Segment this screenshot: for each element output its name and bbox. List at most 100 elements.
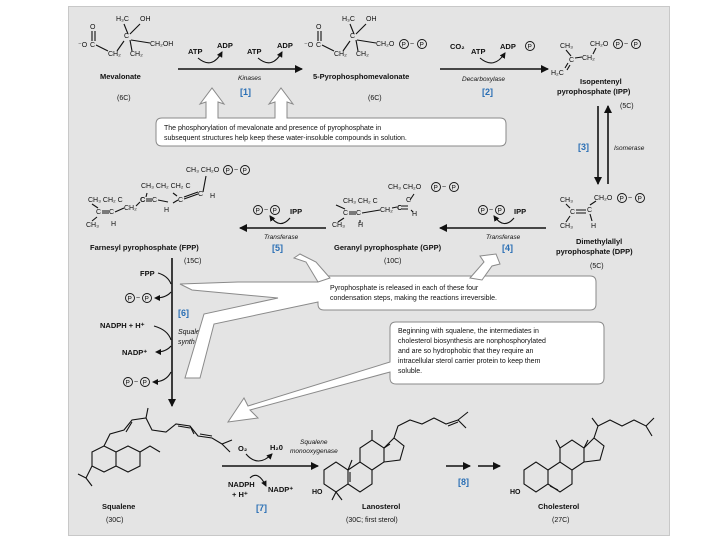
structure-text: P <box>402 42 406 49</box>
atp3-curve <box>479 52 506 64</box>
structure-text: ~ <box>442 184 446 191</box>
structure-text: H <box>591 223 596 230</box>
atp-1: ATP <box>188 47 202 56</box>
structure-text: CH₃ <box>560 197 573 204</box>
cholesterol-carbons: (27C) <box>552 517 570 524</box>
nadph-6: NADPH + H⁺ <box>100 321 145 330</box>
structure-text: ~ <box>410 41 414 48</box>
structure-text: CH₃ <box>332 222 345 229</box>
squalene-mono-label2: monooxygenase <box>290 448 338 455</box>
structure-text: CH₃ <box>86 222 99 229</box>
callout-phosphorylation <box>155 87 507 147</box>
structure-text: P <box>498 208 502 215</box>
structure-text: P <box>226 168 230 175</box>
lanosterol-ho: HO <box>312 489 323 496</box>
dpp-label-line2: pyrophosphate (DPP) <box>556 247 633 256</box>
structure-text: CH₂ <box>582 55 595 62</box>
nadph6-curve <box>153 325 172 341</box>
structure-text: H <box>412 211 417 218</box>
ipp-carbons: (5C) <box>620 103 634 110</box>
step-7-label: [7] <box>256 503 267 513</box>
structure-text: CH₃ <box>560 43 573 50</box>
structure-text: C <box>397 203 403 212</box>
structure-text: C <box>356 210 361 217</box>
structure-text: H <box>210 193 215 200</box>
mev-ch2b: CH₂ <box>130 51 143 58</box>
structure-text: H₂C <box>551 70 564 77</box>
mev-om: ⁻O <box>78 42 88 49</box>
structure-text: P <box>145 296 149 303</box>
pyrophosphomevalonate-structure: ⁻O O C CH₂ H₃C OH C CH₂ CH₂O P ~ P <box>304 16 427 58</box>
callout-pyrophosphate-arrow-step4 <box>469 253 501 281</box>
h-7: + H⁺ <box>232 490 248 499</box>
dpp-label-line1: Dimethylallyl <box>576 237 622 246</box>
pyrophosphomevalonate-carbons: (6C) <box>368 95 382 102</box>
step-6-label: [6] <box>178 308 189 318</box>
squalene-synthase-label1: Squalene <box>178 329 208 336</box>
structure-text: P <box>638 196 642 203</box>
structure-text: ~ <box>136 295 140 302</box>
callout1-line2: subsequent structures help keep these wa… <box>164 135 407 142</box>
callout3-line2: cholesterol biosynthesis are nonphosphor… <box>398 338 546 345</box>
atp2-curve <box>257 51 283 64</box>
structure-text: C <box>152 197 157 204</box>
structure-text: P <box>126 380 130 387</box>
ipp-label-line2: pyrophosphate (IPP) <box>557 87 631 96</box>
structure-text: CH₂O <box>376 41 395 48</box>
mev-o: O <box>90 24 96 31</box>
structure-text: ~ <box>624 41 628 48</box>
atp-3: ATP <box>471 47 485 56</box>
step-8-label: [8] <box>458 477 469 487</box>
structure-text: P <box>481 208 485 215</box>
structure-text: H <box>111 221 116 228</box>
mevalonate-carbons: (6C) <box>117 95 131 102</box>
structure-text: O <box>316 24 322 31</box>
nadph7-curve <box>249 474 267 487</box>
structure-text: C <box>343 210 348 217</box>
pp6b-curve <box>152 371 172 385</box>
decarboxylase-label: Decarboxylase <box>462 76 505 83</box>
dpp-carbons: (5C) <box>590 263 604 270</box>
squalene-label: Squalene <box>102 502 135 511</box>
isomerase-label: Isomerase <box>614 145 645 152</box>
structure-text: CH₃ CH₂O <box>388 184 422 191</box>
callout-pyrophosphate-arrow-step5 <box>292 253 331 283</box>
mevalonate-label: Mevalonate <box>100 72 141 81</box>
structure-text: P <box>128 296 132 303</box>
adp-1: ADP <box>217 41 233 50</box>
structure-text: CH₂ <box>124 205 137 212</box>
structure-text: H <box>164 207 169 214</box>
structure-text: C <box>140 195 146 204</box>
fpp-label: Farnesyl pyrophosphate (FPP) <box>90 243 199 252</box>
o2-curve <box>245 453 273 462</box>
transferase-5-label: Transferase <box>264 234 299 241</box>
squalene-synthase-label2: synthase <box>178 339 206 346</box>
structure-text: CH₂ <box>356 51 369 58</box>
gpp-structure: CH₃ CH₂O P ~ P CH₃ CH₂ C C C CH₃ CH₂ C C… <box>332 182 459 229</box>
structure-text: CH₂ <box>334 51 347 58</box>
co2: CO₂ <box>450 42 465 51</box>
adp-3: ADP <box>500 42 516 51</box>
structure-text: P <box>420 42 424 49</box>
structure-text: P <box>243 168 247 175</box>
mevalonate-structure: ⁻O O C CH₂ H₃C OH C CH₂ CH₂OH <box>78 16 173 58</box>
callout3-line5: soluble. <box>398 368 422 375</box>
ipp-5: IPP <box>290 207 302 216</box>
mev-c: C <box>90 42 95 49</box>
structure-text: P <box>620 196 624 203</box>
cholesterol-label: Cholesterol <box>538 502 579 511</box>
h2o: H₂0 <box>270 443 283 452</box>
callout3-line4: intracellular sterol carrier protein to … <box>398 358 541 365</box>
step-1-label: [1] <box>240 87 251 97</box>
pi-circle <box>525 41 535 51</box>
structure-text: C <box>316 42 321 49</box>
callout2-line2: condensation steps, making the reactions… <box>330 295 497 302</box>
structure-text: C <box>569 57 574 64</box>
dpp-structure: CH₃ C CH₃ C H CH₂O P ~ P <box>560 193 645 230</box>
ipp-4: IPP <box>514 207 526 216</box>
structure-text: P <box>616 42 620 49</box>
structure-text: C <box>570 209 575 216</box>
structure-text: P <box>256 208 260 215</box>
squalene-carbons: (30C) <box>106 517 124 524</box>
